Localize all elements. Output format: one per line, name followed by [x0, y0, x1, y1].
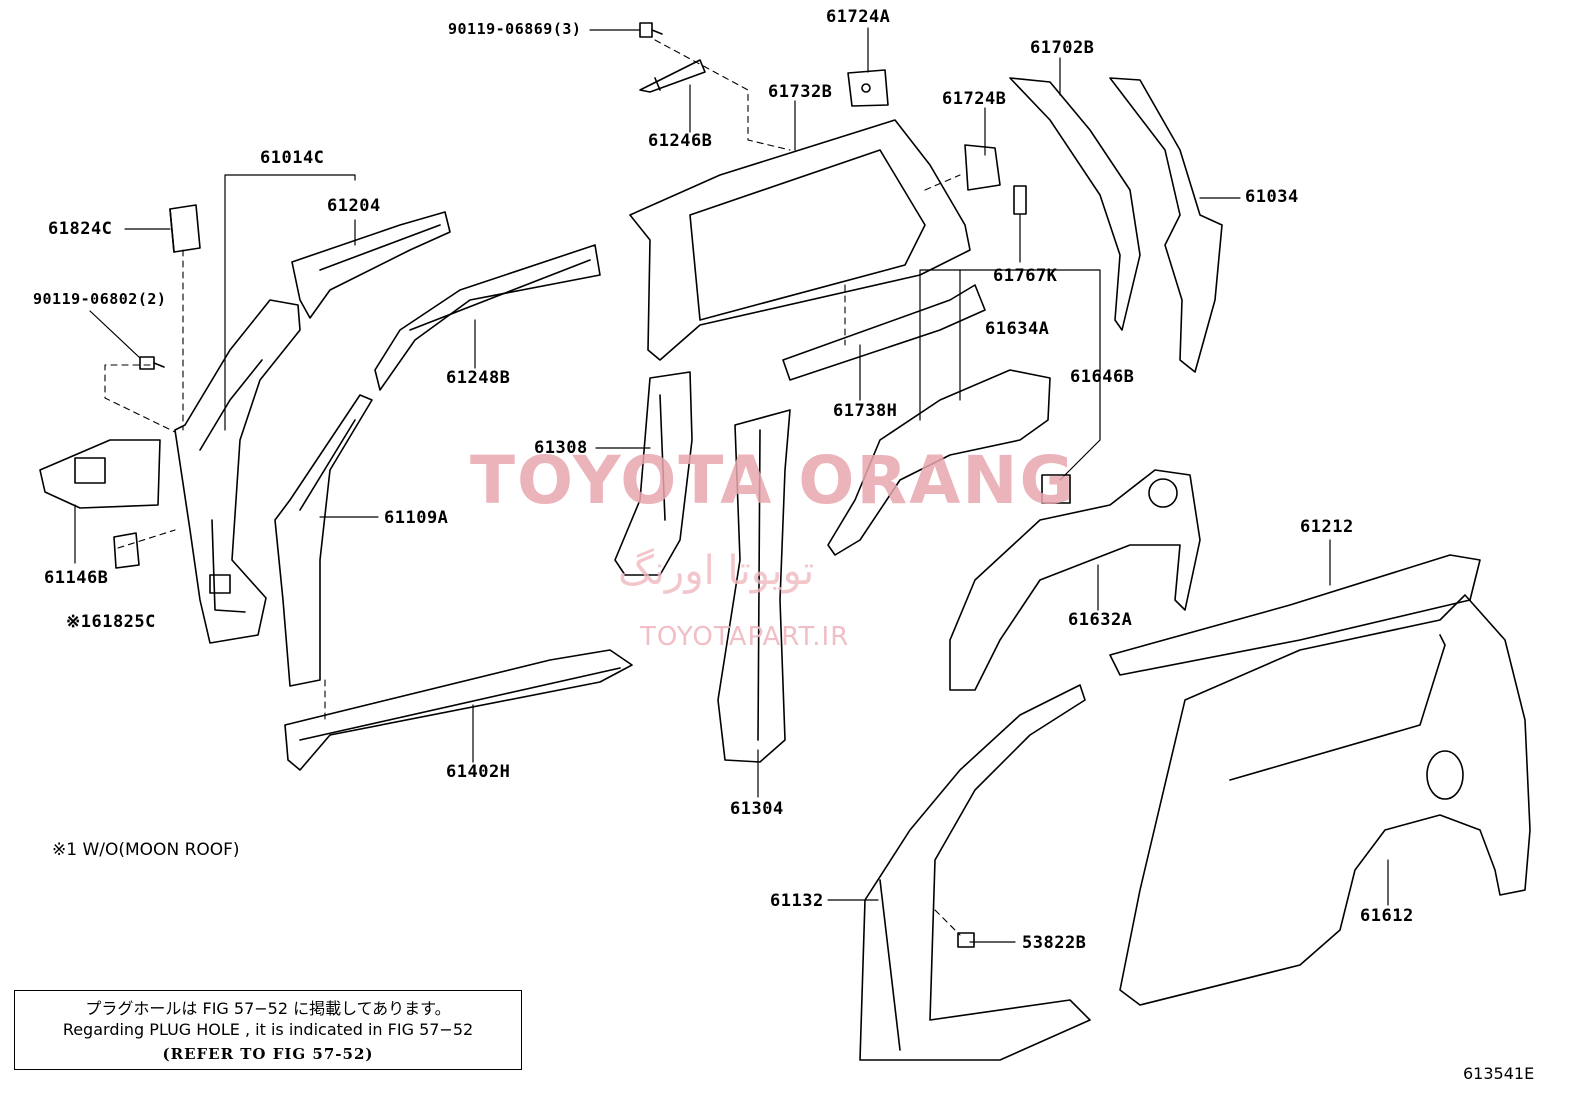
bracket-61724A: [847, 69, 889, 107]
footnote-moon-roof: ※1 W/O(MOON ROOF): [52, 840, 240, 860]
bracket-61246B: [639, 59, 706, 93]
note-line-reference[interactable]: (REFER TO FIG 57-52): [162, 1045, 374, 1063]
part-label-61738H[interactable]: 61738H: [833, 401, 898, 421]
part-label-61767K[interactable]: 61767K: [993, 266, 1058, 286]
part-label-61612[interactable]: 61612: [1360, 906, 1414, 926]
part-label-53822B[interactable]: 53822B: [1022, 933, 1087, 953]
panel-61204: [291, 211, 451, 319]
panel-61402H: [284, 649, 633, 771]
part-label-61308[interactable]: 61308: [534, 438, 588, 458]
panel-61702B: [1009, 77, 1141, 331]
clip-53822B: [957, 932, 975, 948]
part-label-61825C[interactable]: ※161825C: [66, 612, 156, 632]
part-label-61732B[interactable]: 61732B: [768, 82, 833, 102]
block-61824C: [169, 204, 201, 253]
watermark-site: TOYOTAPART.IR: [640, 622, 850, 652]
panel-61132: [859, 684, 1091, 1061]
watermark-persian: تويوتا اورنگ: [618, 548, 815, 594]
note-line-english: Regarding PLUG HOLE , it is indicated in…: [62, 1020, 474, 1039]
panel-61146B: [39, 439, 161, 509]
bolt-90119-06802: [139, 356, 165, 370]
watermark-text: TOYOTA ORANG: [470, 442, 1076, 519]
part-label-61304[interactable]: 61304: [730, 799, 784, 819]
note-line-japanese: プラグホールは FIG 57−52 に掲載してあります。: [85, 999, 451, 1018]
panel-61308: [614, 371, 693, 576]
part-label-61824C[interactable]: 61824C: [48, 219, 113, 239]
panel-61738H: [782, 284, 986, 381]
panel-61634A: [827, 369, 1051, 556]
part-label-61132[interactable]: 61132: [770, 891, 824, 911]
part-label-90119-06869[interactable]: 90119-06869(3): [448, 20, 582, 38]
part-label-61109A[interactable]: 61109A: [384, 508, 449, 528]
part-label-90119-06802[interactable]: 90119-06802(2): [33, 290, 167, 308]
part-label-61212[interactable]: 61212: [1300, 517, 1354, 537]
panel-61109A: [274, 394, 373, 687]
panel-61732B: [629, 119, 971, 361]
panel-61646B: [1041, 474, 1071, 504]
part-label-61702B[interactable]: 61702B: [1030, 38, 1095, 58]
part-label-61014C[interactable]: 61014C: [260, 148, 325, 168]
part-label-61632A[interactable]: 61632A: [1068, 610, 1133, 630]
panel-61014C: [174, 299, 301, 644]
plug-hole-note-box: プラグホールは FIG 57−52 に掲載してあります。 Regarding P…: [14, 990, 522, 1070]
part-label-61246B[interactable]: 61246B: [648, 131, 713, 151]
part-label-61646B[interactable]: 61646B: [1070, 367, 1135, 387]
figure-id: 613541E: [1463, 1064, 1535, 1083]
bracket-61724B: [964, 144, 1001, 191]
clip-61767K: [1013, 185, 1027, 215]
panel-61632A: [949, 469, 1201, 691]
block-61825C: [113, 532, 140, 569]
panel-61248B: [374, 244, 601, 391]
part-label-61248B[interactable]: 61248B: [446, 368, 511, 388]
panel-61212: [1109, 554, 1481, 676]
panel-61304: [717, 409, 791, 763]
part-label-61724A[interactable]: 61724A: [826, 7, 891, 27]
part-label-61204[interactable]: 61204: [327, 196, 381, 216]
part-label-61034[interactable]: 61034: [1245, 187, 1299, 207]
part-label-61146B[interactable]: 61146B: [44, 568, 109, 588]
panel-61034: [1109, 77, 1223, 373]
part-label-61634A[interactable]: 61634A: [985, 319, 1050, 339]
dashed-guide-lines: [104, 39, 961, 936]
bolt-90119-06869: [639, 22, 663, 38]
part-label-61402H[interactable]: 61402H: [446, 762, 511, 782]
part-label-61724B[interactable]: 61724B: [942, 89, 1007, 109]
panel-61612: [1119, 594, 1531, 1006]
